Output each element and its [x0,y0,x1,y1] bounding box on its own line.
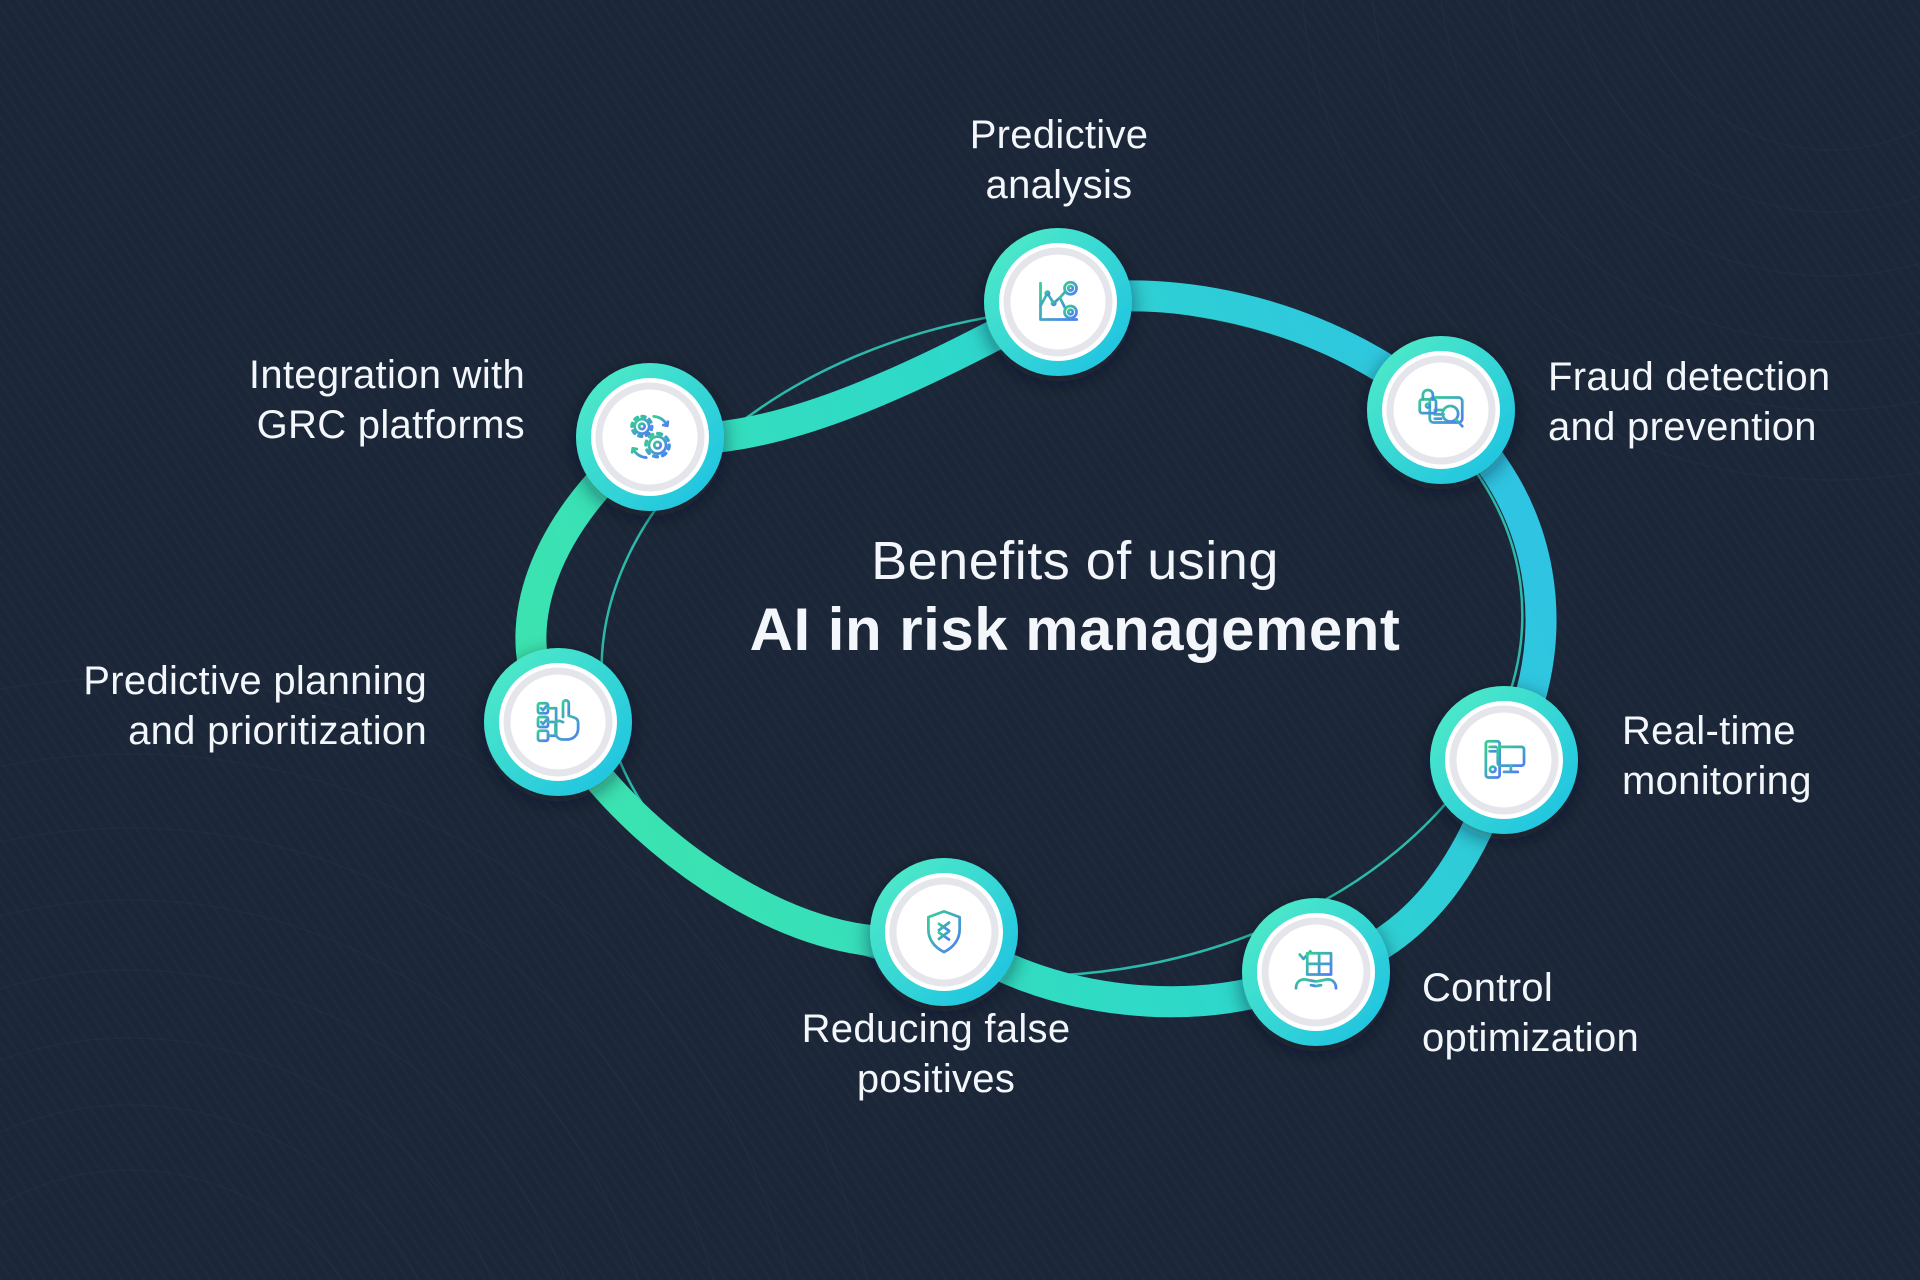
chart-decline-icon [1039,280,1079,321]
checklist-pointer-icon [536,699,580,743]
label-line: Reducing false [801,1007,1071,1051]
label-predictive-planning: Predictive planning and prioritization [27,656,427,756]
node-gray-ring [595,382,705,492]
contour-lines-bottom-left [0,677,868,1280]
node-white-ring [999,243,1117,361]
label-line: Integration with [248,353,525,397]
label-line: positives [856,1057,1016,1101]
desktop-computer-icon [1484,739,1526,779]
label-line: Fraud detection [1548,355,1831,399]
label-line: Predictive [969,113,1149,157]
label-line: GRC platforms [256,403,525,447]
label-reducing-false-positives: Reducing false positives [686,1004,1186,1104]
label-line: Control [1422,966,1554,1010]
node-gray-ring [1003,247,1113,357]
label-line: and prevention [1548,405,1817,449]
lock-magnifier-icon [1418,388,1464,428]
label-line: monitoring [1622,759,1812,803]
diagram-title-line2: AI in risk management [749,596,1401,663]
node-predictive-analysis [984,228,1132,376]
node-gray-ring [1386,355,1496,465]
diagram-title: Benefits of using AI in risk management [655,528,1495,666]
label-line: analysis [985,163,1133,207]
gears-sync-icon [630,414,671,459]
label-line: Real-time [1622,709,1796,753]
contour-lines-top-right [1301,0,1920,481]
node-gray-ring [503,667,613,777]
node-predictive-planning [484,648,632,796]
label-line: Predictive planning [83,659,427,703]
node-control-optimization [1242,898,1390,1046]
node-white-ring [1445,701,1563,819]
label-integration-grc: Integration with GRC platforms [125,350,525,450]
node-white-ring [885,873,1003,991]
label-predictive-analysis: Predictive analysis [809,110,1309,210]
label-real-time-monitoring: Real-time monitoring [1622,706,1920,806]
label-fraud-detection: Fraud detection and prevention [1548,352,1920,452]
node-gray-ring [1449,705,1559,815]
node-reducing-false-positives [870,858,1018,1006]
shield-x-icon [927,910,961,954]
node-integration-grc [576,363,724,511]
label-line: optimization [1422,1016,1640,1060]
node-gray-ring [1261,917,1371,1027]
label-line: and prioritization [128,709,427,753]
label-control-optimization: Control optimization [1422,963,1862,1063]
diagram-title-line1: Benefits of using [871,531,1279,591]
node-white-ring [1257,913,1375,1031]
node-gray-ring [889,877,999,987]
node-real-time-monitoring [1430,686,1578,834]
hands-packages-check-icon [1294,950,1338,990]
node-fraud-detection [1367,336,1515,484]
